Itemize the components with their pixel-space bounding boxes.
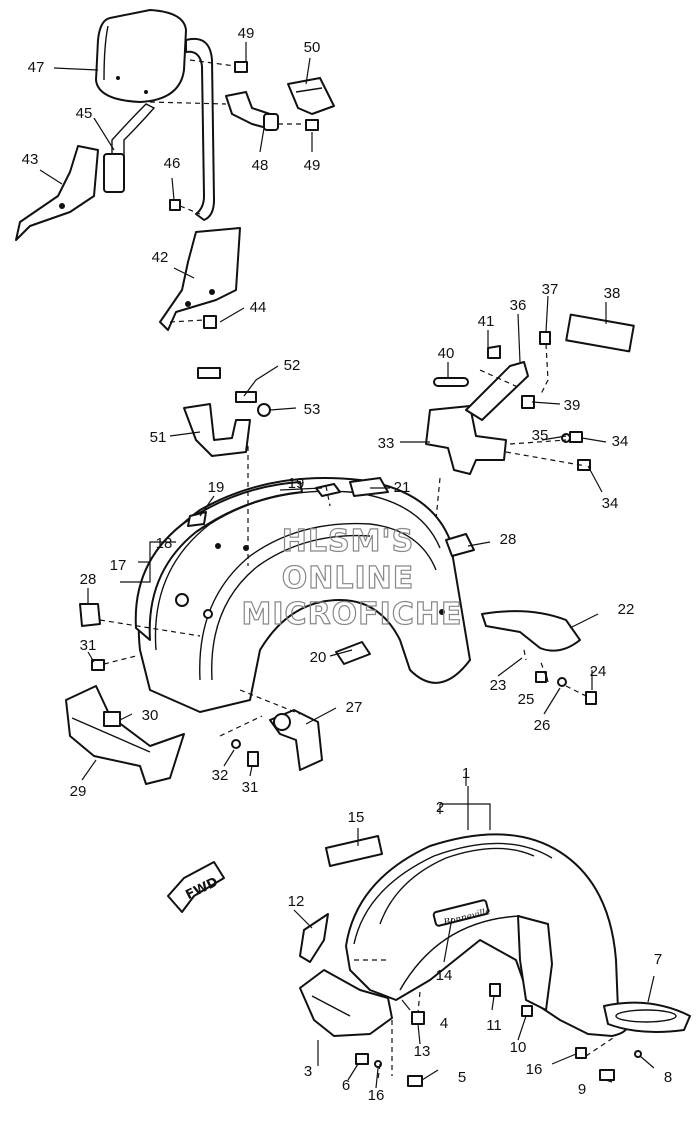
callout-53: 53 xyxy=(304,401,321,418)
hinge-bracket xyxy=(269,709,323,771)
fender-support-bracket xyxy=(183,367,271,457)
backrest-bracket xyxy=(225,91,279,131)
callout-21: 21 xyxy=(394,479,411,496)
callout-14: 14 xyxy=(436,967,453,984)
callout-17: 17 xyxy=(110,557,127,574)
callout-23: 23 xyxy=(490,677,507,694)
license-plate-bracket xyxy=(425,313,635,475)
callout-30: 30 xyxy=(142,707,159,724)
callout-16-left: 16 xyxy=(368,1087,385,1104)
leader-lines xyxy=(39,42,655,1089)
backrest-pad-cover xyxy=(287,77,335,115)
callout-12: 12 xyxy=(288,893,305,910)
callout-8: 8 xyxy=(664,1069,672,1086)
callout-11: 11 xyxy=(486,1017,502,1034)
callout-42: 42 xyxy=(152,249,169,266)
callout-36: 36 xyxy=(510,297,527,314)
bolts-backrest xyxy=(169,61,319,329)
bolts-license xyxy=(521,331,591,471)
callout-5: 5 xyxy=(458,1069,466,1086)
backrest-upright xyxy=(103,38,215,221)
fender-end-cap xyxy=(481,610,581,652)
callout-47: 47 xyxy=(28,59,45,76)
callout-labels: 1 2 3 4 5 6 7 8 9 10 11 12 13 14 15 16 1… xyxy=(22,25,673,1104)
callout-7: 7 xyxy=(654,951,662,968)
callout-37: 37 xyxy=(542,281,559,298)
watermark-line-3: MICROFICHE xyxy=(242,597,463,632)
callout-19-left: 19 xyxy=(208,479,225,496)
callout-22: 22 xyxy=(618,601,635,618)
callout-24: 24 xyxy=(590,663,607,680)
fender-tip-bracket xyxy=(299,913,329,963)
callout-43: 43 xyxy=(22,151,39,168)
lower-fender-trim xyxy=(65,685,185,785)
backrest-side-plate-right xyxy=(159,227,241,331)
fender-trim-pieces xyxy=(187,477,389,665)
callout-26: 26 xyxy=(534,717,551,734)
callout-34-upper: 34 xyxy=(612,433,629,450)
front-fender xyxy=(345,833,629,1037)
callout-41: 41 xyxy=(478,313,495,330)
forward-direction-arrow: FWD xyxy=(167,861,225,913)
callout-25: 25 xyxy=(518,691,535,708)
callout-44: 44 xyxy=(250,299,267,316)
fender-stripe-decal xyxy=(325,835,383,867)
callout-46: 46 xyxy=(164,155,181,172)
backrest-side-plate-left xyxy=(15,145,99,241)
callout-33: 33 xyxy=(378,435,395,452)
callout-52: 52 xyxy=(284,357,301,374)
callout-28-left: 28 xyxy=(80,571,97,588)
callout-45: 45 xyxy=(76,105,93,122)
callout-16-right: 16 xyxy=(526,1061,543,1078)
watermark-line-2: ONLINE xyxy=(282,561,415,596)
callout-1: 1 xyxy=(462,765,470,782)
callout-9: 9 xyxy=(578,1081,586,1098)
callout-51: 51 xyxy=(150,429,167,446)
fender-front-extension xyxy=(299,969,393,1037)
callout-28-right: 28 xyxy=(500,531,517,548)
rubber-mounts xyxy=(79,533,475,627)
callout-2: 2 xyxy=(436,799,444,816)
callout-31-bottom: 31 xyxy=(242,779,259,796)
callout-39: 39 xyxy=(564,397,581,414)
watermark: HLSM'S ONLINE MICROFICHE xyxy=(241,523,463,632)
callout-19-right: 19 xyxy=(288,475,305,492)
callout-6: 6 xyxy=(342,1077,350,1094)
callout-3: 3 xyxy=(304,1063,312,1080)
callout-27: 27 xyxy=(346,699,363,716)
callout-49-top: 49 xyxy=(238,25,255,42)
callout-40: 40 xyxy=(438,345,455,362)
backrest-pad xyxy=(95,9,187,103)
callout-13: 13 xyxy=(414,1043,431,1060)
callout-4: 4 xyxy=(440,1015,448,1032)
bolts-fender xyxy=(91,659,597,767)
callout-29: 29 xyxy=(70,783,87,800)
callout-18: 18 xyxy=(156,535,173,552)
callout-32: 32 xyxy=(212,767,229,784)
callout-49-bottom: 49 xyxy=(304,157,321,174)
callout-20: 20 xyxy=(310,649,327,666)
bolts-front-fender xyxy=(355,983,642,1087)
callout-31-left: 31 xyxy=(80,637,97,654)
fender-side-rail xyxy=(134,481,303,641)
callout-48: 48 xyxy=(252,157,269,174)
watermark-line-1: HLSM'S xyxy=(282,524,414,559)
callout-10: 10 xyxy=(510,1039,527,1056)
callout-35: 35 xyxy=(532,427,549,444)
fender-tail-piece xyxy=(603,1001,691,1033)
callout-50: 50 xyxy=(304,39,321,56)
callout-15: 15 xyxy=(348,809,365,826)
callout-38: 38 xyxy=(604,285,621,302)
callout-34-lower: 34 xyxy=(602,495,619,512)
